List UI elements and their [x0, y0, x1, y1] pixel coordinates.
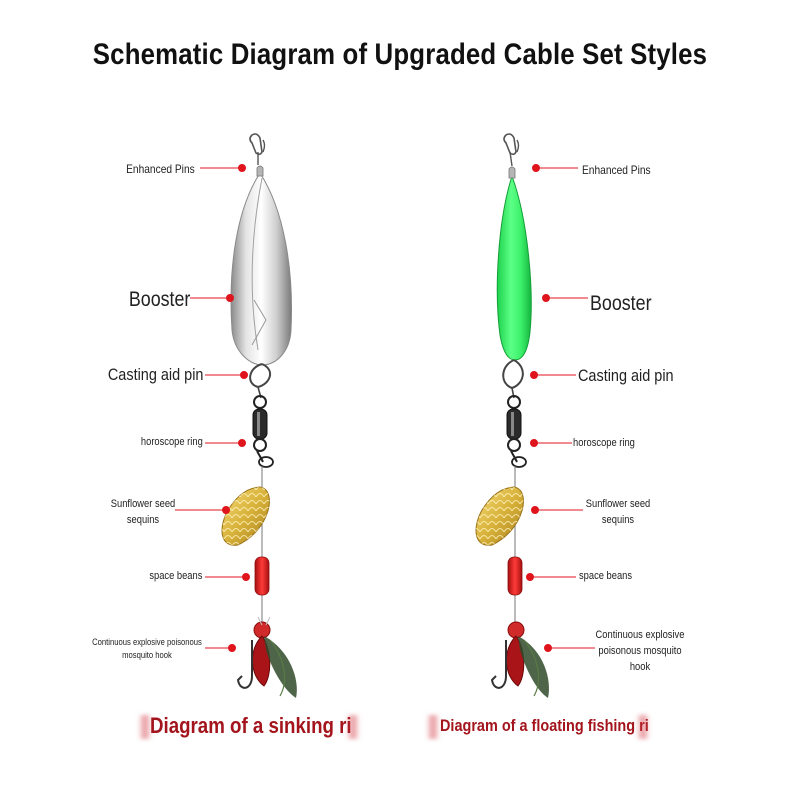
- caption-fade-left-end: [346, 715, 360, 739]
- label-mosquito-hook-right: Continuous explosive poisonous mosquito …: [592, 627, 687, 675]
- label-sunflower-line1-right: Sunflower seed: [585, 498, 651, 510]
- caption-fade-right-end: [636, 715, 650, 739]
- label-hook-line1-right: Continuous explosive: [595, 629, 685, 641]
- caption-sinking-rig: Diagram of a sinking ri: [150, 713, 352, 738]
- label-sunflower-line2-right: sequins: [601, 514, 635, 526]
- label-hook-line1-left: Continuous explosive poisonous: [92, 637, 202, 647]
- label-hook-line2-left: mosquito hook: [122, 650, 172, 660]
- label-sunflower-line1-left: Sunflower seed: [110, 498, 176, 510]
- label-enhanced-pins-right: Enhanced Pins: [582, 163, 651, 177]
- caption-fade-left-start: [138, 715, 152, 739]
- label-casting-aid-pin-left: Casting aid pin: [107, 365, 203, 384]
- enhanced-pin-right: [503, 133, 517, 156]
- casting-aid-pin-left: [249, 363, 272, 389]
- label-sunflower-line2-left: sequins: [126, 514, 160, 526]
- space-bean-right: [507, 556, 523, 596]
- callout-markers: [175, 164, 595, 652]
- label-hook-line2-right: poisonous mosquito: [598, 645, 682, 657]
- label-space-beans-right: space beans: [579, 570, 633, 582]
- label-booster-right: Booster: [590, 292, 652, 315]
- float-booster-right: [496, 174, 532, 361]
- space-bean-left: [254, 556, 270, 596]
- diagram-title: Schematic Diagram of Upgraded Cable Set …: [92, 38, 708, 71]
- floating-rig: [475, 133, 549, 698]
- sinker-booster-left: [230, 172, 292, 366]
- label-hook-line3-right: hook: [629, 661, 651, 673]
- label-space-beans-left: space beans: [148, 570, 202, 582]
- caption-fade-right-start: [426, 715, 440, 739]
- label-mosquito-hook-left: Continuous explosive poisonous mosquito …: [92, 636, 203, 662]
- enhanced-pin-left: [249, 133, 263, 156]
- casting-aid-pin-right: [502, 359, 524, 390]
- label-sunflower-sequins-right: Sunflower seed sequins: [577, 496, 659, 528]
- caption-floating-rig: Diagram of a floating fishing ri: [440, 716, 649, 735]
- label-booster-left: Booster: [128, 288, 190, 311]
- label-horoscope-ring-left: horoscope ring: [141, 436, 203, 448]
- label-horoscope-ring-right: horoscope ring: [573, 437, 635, 449]
- sinking-rig: [221, 133, 297, 698]
- label-casting-aid-pin-right: Casting aid pin: [578, 366, 674, 385]
- label-enhanced-pins-left: Enhanced Pins: [126, 162, 195, 176]
- label-sunflower-sequins-left: Sunflower seed sequins: [105, 496, 182, 528]
